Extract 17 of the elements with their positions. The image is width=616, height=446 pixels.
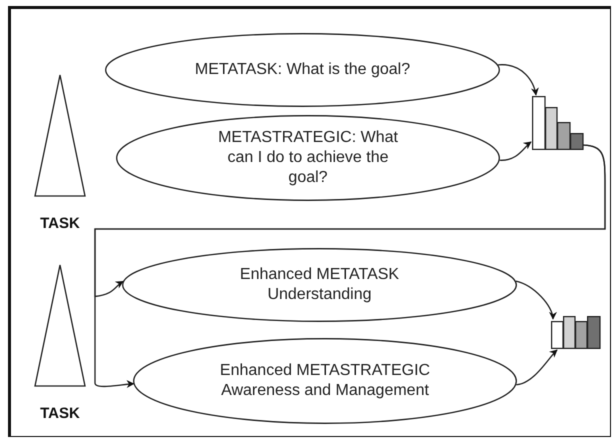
arrow — [94, 144, 606, 388]
oval-node — [133, 338, 517, 424]
bar-chart-icon — [551, 316, 600, 349]
arrow — [516, 280, 556, 320]
oval-node — [105, 33, 500, 107]
bar-chart-icon — [532, 96, 583, 150]
oval-text: Enhanced METASTRATEGIC Awareness and Management — [219, 361, 431, 401]
arrow — [500, 142, 532, 161]
oval-text: METASTRATEGIC: What can I do to achieve the goal? — [217, 128, 399, 188]
oval-text: Enhanced METATASK Understanding — [238, 265, 400, 305]
arrow — [498, 64, 538, 96]
oval-text: METATASK: What is the goal? — [194, 60, 410, 80]
triangle-label: TASK — [39, 405, 81, 422]
triangle-label: TASK — [39, 215, 81, 232]
oval-node — [122, 248, 517, 322]
oval-node — [116, 115, 500, 201]
arrow — [516, 349, 558, 386]
